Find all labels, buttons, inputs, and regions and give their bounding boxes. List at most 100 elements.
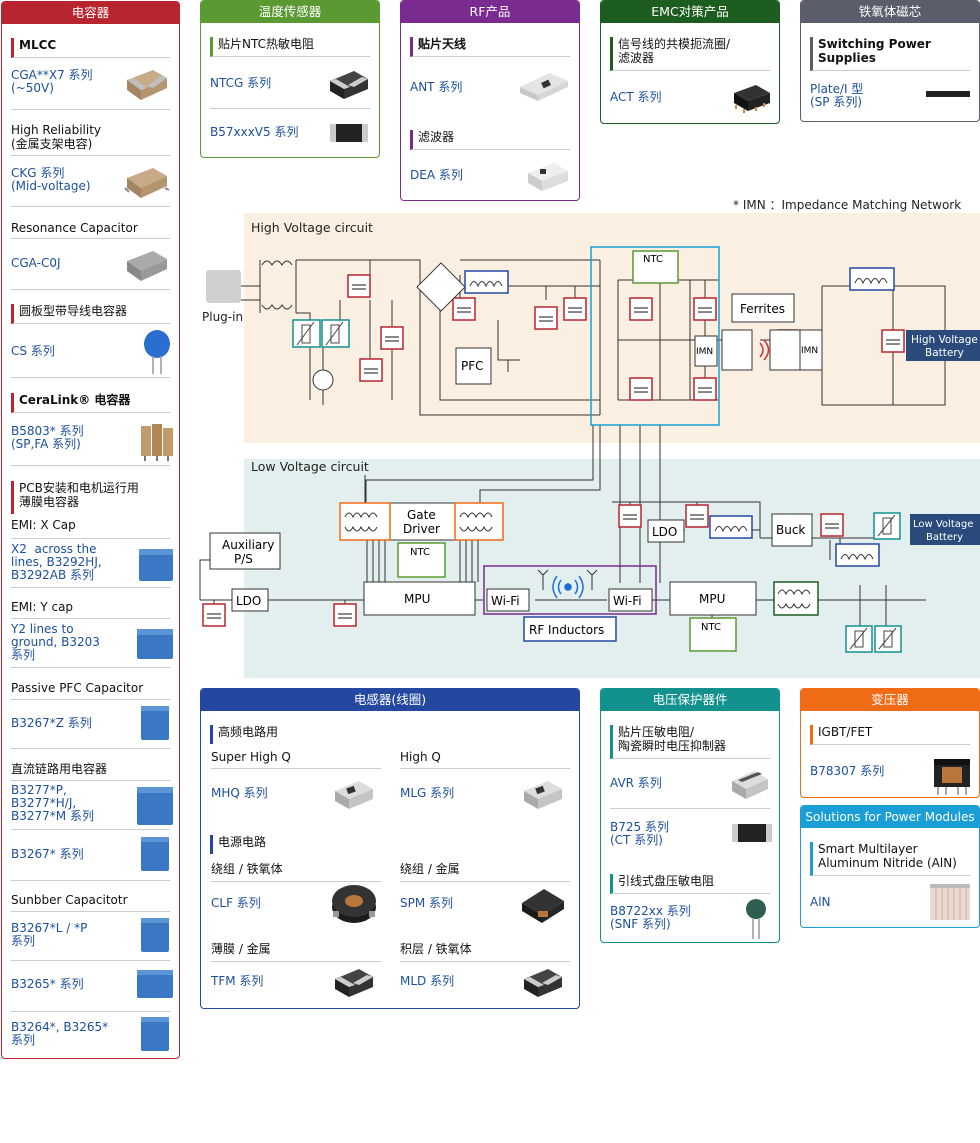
dea-item[interactable]: DEA 系列 [410, 151, 570, 199]
b5803-link[interactable]: B5803* 系列 (SP,FA 系列) [11, 424, 84, 451]
b57-link[interactable]: B57xxxV5 系列 [210, 125, 299, 139]
cga-x7-item[interactable]: CGA**X7 系列 (~50V) [11, 60, 170, 110]
mlg-link[interactable]: MLG 系列 [400, 786, 455, 800]
ntcg-link[interactable]: NTCG 系列 [210, 76, 272, 90]
b725-item[interactable]: B725 系列 (CT 系列) [610, 810, 772, 860]
dclink-cap-image [137, 787, 173, 825]
lv-battery-label-2: Battery [926, 532, 963, 543]
act-link[interactable]: ACT 系列 [610, 90, 662, 104]
tfm-item[interactable]: TFM 系列 [211, 959, 381, 1007]
plate-link[interactable]: Plate/I 型 (SP 系列) [810, 82, 864, 109]
disc-capacitor-image [144, 330, 170, 374]
mhq-item[interactable]: MHQ 系列 [211, 769, 381, 819]
tfm-link[interactable]: TFM 系列 [211, 974, 264, 988]
transformer-panel: 变压器 IGBT/FET B78307 系列 [800, 688, 980, 798]
ckg-link[interactable]: CKG 系列 (Mid-voltage) [11, 166, 91, 193]
b78307-link[interactable]: B78307 系列 [810, 764, 885, 778]
b8722-link[interactable]: B8722xx 系列 (SNF 系列) [610, 904, 691, 931]
mlg-item[interactable]: MLG 系列 [400, 769, 570, 819]
mld-item[interactable]: MLD 系列 [400, 959, 570, 1007]
b3264-link[interactable]: B3264*, B3265* 系列 [11, 1020, 109, 1047]
cga-c0j-item[interactable]: CGA-C0J [11, 238, 170, 290]
cs-item[interactable]: CS 系列 [11, 324, 170, 378]
aux-label-1: Auxiliary [222, 538, 274, 552]
pfc-box [455, 347, 492, 385]
resonance-label: Resonance Capacitor [11, 221, 138, 235]
b3267z-link[interactable]: B3267*Z 系列 [11, 716, 92, 730]
y2-link[interactable]: Y2 lines to ground, B3203 系列 [11, 622, 100, 662]
wf-label: 绕组 / 铁氧体 [211, 860, 381, 882]
antenna-chip-image [520, 73, 568, 101]
avr-chip-image [732, 771, 768, 799]
clf-link[interactable]: CLF 系列 [211, 896, 261, 910]
ntc-marker-hv [632, 250, 679, 284]
cga-c0j-link[interactable]: CGA-C0J [11, 256, 61, 270]
transformer-image [934, 759, 970, 795]
rf-inductors-box [523, 616, 617, 642]
y2-item[interactable]: Y2 lines to ground, B3203 系列 [11, 618, 173, 668]
aln-item[interactable]: AlN [810, 878, 970, 926]
aln-link[interactable]: AlN [810, 895, 831, 909]
plate-item[interactable]: Plate/I 型 (SP 系列) [810, 73, 970, 121]
b5803-item[interactable]: B5803* 系列 (SP,FA 系列) [11, 414, 173, 466]
b725-link[interactable]: B725 系列 (CT 系列) [610, 820, 669, 847]
ferrite-plate-image [926, 91, 970, 97]
aux-label-2: P/S [234, 552, 253, 566]
b3264-item[interactable]: B3264*, B3265* 系列 [11, 1013, 170, 1058]
ntc-label-lv-1: NTC [410, 547, 430, 558]
wireless-signal-icon [552, 575, 584, 599]
inductors-panel: 电感器(线圈) 高频电路用 Super High Q High Q MHQ 系列… [200, 688, 580, 1009]
ant-item[interactable]: ANT 系列 [410, 59, 570, 114]
cs-link[interactable]: CS 系列 [11, 344, 55, 358]
ferrite-header: 铁氧体磁芯 [801, 1, 979, 23]
clf-item[interactable]: CLF 系列 [211, 879, 381, 929]
b78307-item[interactable]: B78307 系列 [810, 747, 970, 797]
x2-item[interactable]: X2 across the lines, B3292HJ, B3292AB 系列 [11, 538, 173, 588]
ntc-label-hv: NTC [643, 254, 663, 265]
b3265-link[interactable]: B3265* 系列 [11, 977, 84, 991]
ferrite-panel: 铁氧体磁芯 Switching Power Supplies Plate/I 型… [800, 0, 980, 122]
ntc-label-lv-2: NTC [701, 622, 721, 633]
avr-link[interactable]: AVR 系列 [610, 776, 662, 790]
b3267l-item[interactable]: B3267*L / *P 系列 [11, 911, 170, 961]
imn-box-right [799, 329, 823, 371]
mhq-link[interactable]: MHQ 系列 [211, 786, 268, 800]
emc-header: EMC对策产品 [601, 1, 779, 23]
ldo-box-left [231, 588, 269, 612]
x2-link[interactable]: X2 across the lines, B3292HJ, B3292AB 系列 [11, 542, 102, 582]
act-item[interactable]: ACT 系列 [610, 73, 770, 123]
dclink-label: 直流链路用电容器 [11, 762, 108, 776]
dea-link[interactable]: DEA 系列 [410, 168, 463, 182]
b3267-item[interactable]: B3267* 系列 [11, 831, 170, 881]
emc-choke-lv [773, 581, 819, 616]
lead-varistor-section: 引线式盘压敏电阻 [610, 874, 770, 894]
pfc-cap-image [141, 706, 169, 740]
hv-battery-label-2: Battery [925, 347, 964, 359]
b8722-item[interactable]: B8722xx 系列 (SNF 系列) [610, 895, 770, 941]
gas-discharge-tube [312, 369, 334, 391]
ckg-item[interactable]: CKG 系列 (Mid-voltage) [11, 155, 170, 207]
b3267l-link[interactable]: B3267*L / *P 系列 [11, 921, 88, 948]
b3267-link[interactable]: B3267* 系列 [11, 847, 84, 861]
imn-note: * IMN ：Impedance Matching Network [733, 198, 962, 212]
mpu-box-right [669, 581, 757, 616]
ant-link[interactable]: ANT 系列 [410, 80, 463, 94]
snubber-cap-image [141, 918, 169, 952]
b3277-link[interactable]: B3277*P, B3277*H/J, B3277*M 系列 [11, 783, 94, 823]
lv-battery-label-1: Low Voltage [913, 519, 973, 530]
cga-x7-link[interactable]: CGA**X7 系列 (~50V) [11, 68, 93, 95]
ntcg-item[interactable]: NTCG 系列 [210, 59, 370, 109]
b57-item[interactable]: B57xxxV5 系列 [210, 110, 370, 156]
spm-item[interactable]: SPM 系列 [400, 879, 570, 929]
antenna-symbols [537, 569, 598, 590]
mld-link[interactable]: MLD 系列 [400, 974, 455, 988]
ntc-marker-lv-1 [397, 542, 446, 578]
emc-section: 信号线的共模扼流圈/ 滤波器 [610, 37, 770, 71]
b3265-item[interactable]: B3265* 系列 [11, 962, 173, 1012]
avr-item[interactable]: AVR 系列 [610, 759, 770, 809]
b3267z-item[interactable]: B3267*Z 系列 [11, 699, 170, 749]
gate-transformer-markers [339, 502, 504, 541]
spm-link[interactable]: SPM 系列 [400, 896, 454, 910]
b3277-item[interactable]: B3277*P, B3277*H/J, B3277*M 系列 [11, 780, 173, 830]
